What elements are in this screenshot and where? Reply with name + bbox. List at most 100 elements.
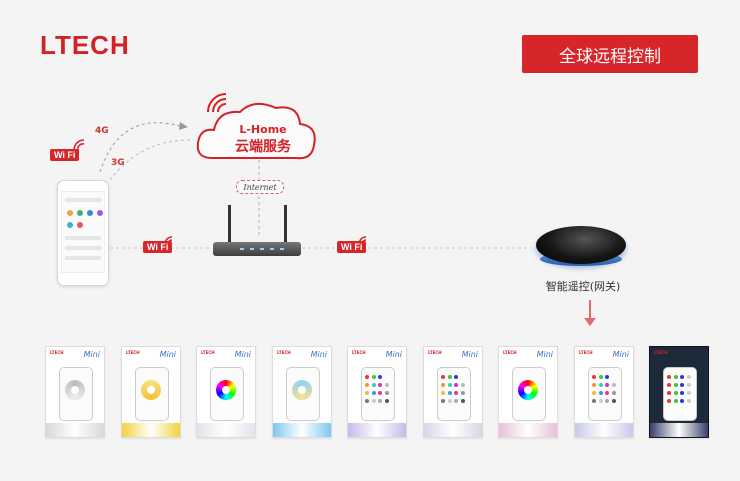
package-color-stripe — [197, 423, 255, 437]
remote-button — [371, 383, 376, 387]
wifi-badge-left: Wi Fi — [143, 241, 173, 253]
remote-button — [384, 399, 389, 403]
remote-button — [384, 391, 389, 395]
package-brand-mark: LTECH — [126, 350, 140, 355]
remote-button — [598, 375, 603, 379]
wheel-center — [147, 386, 155, 394]
remote-button — [378, 391, 382, 395]
product-package: LTECH Mini — [121, 346, 181, 438]
router-led — [280, 248, 284, 250]
remote-button — [441, 375, 445, 379]
remote-button — [454, 383, 458, 387]
app-icon — [97, 210, 103, 216]
app-list-row — [65, 256, 101, 260]
wheel-center — [524, 386, 532, 394]
package-mini-label: Mini — [612, 350, 629, 359]
package-color-stripe — [575, 423, 633, 437]
remote-button — [460, 383, 465, 387]
remote-button — [447, 399, 452, 403]
app-icon — [67, 222, 73, 228]
package-color-stripe — [499, 423, 557, 437]
remote-button — [686, 391, 691, 395]
remote-button — [605, 383, 609, 387]
remote-button — [680, 375, 684, 379]
cloud-wifi-icon — [207, 93, 227, 113]
router-antenna-right — [284, 205, 287, 243]
package-mini-label: Mini — [310, 350, 327, 359]
wifi-router — [213, 242, 301, 256]
remote-button — [447, 391, 452, 395]
remote-button — [605, 375, 609, 379]
wifi-badge-right: Wi Fi — [337, 241, 367, 253]
remote-button — [378, 375, 382, 379]
app-icon — [67, 210, 73, 216]
remote-button — [611, 391, 616, 395]
remote-button — [673, 391, 678, 395]
remote-button — [673, 399, 678, 403]
global-remote-control-banner: 全球远程控制 — [522, 35, 698, 73]
package-brand-mark: LTECH — [654, 350, 668, 355]
remote-button — [592, 383, 596, 387]
remote-controller — [512, 367, 546, 421]
wheel-center — [71, 386, 79, 394]
product-package: LTECH Mini — [574, 346, 634, 438]
router-led — [260, 248, 264, 250]
remote-button — [592, 375, 596, 379]
remote-button — [680, 391, 684, 395]
gateway-label: 智能遥控(网关) — [545, 280, 621, 293]
package-mini-label: Mini — [159, 350, 176, 359]
remote-button — [378, 383, 382, 387]
router-led — [270, 248, 274, 250]
remote-button — [686, 399, 691, 403]
remote-button — [371, 375, 376, 379]
remote-button — [454, 391, 458, 395]
remote-button — [611, 375, 616, 379]
package-mini-label: Mini — [234, 350, 251, 359]
remote-button — [460, 375, 465, 379]
remote-button — [365, 375, 369, 379]
remote-button — [598, 391, 603, 395]
remote-button — [441, 383, 445, 387]
remote-button — [611, 383, 616, 387]
remote-button — [598, 383, 603, 387]
button-grid — [365, 375, 389, 405]
phone-4g-arc — [99, 122, 181, 173]
package-color-stripe — [424, 423, 482, 437]
package-color-stripe — [348, 423, 406, 437]
label-4g: 4G — [95, 126, 109, 136]
app-icon — [77, 222, 83, 228]
package-color-stripe — [650, 423, 708, 437]
wifi-badge-phone: Wi Fi — [50, 149, 80, 161]
remote-button — [680, 383, 684, 387]
remote-button — [686, 375, 691, 379]
button-grid — [592, 375, 616, 405]
router-antenna-left — [228, 205, 231, 243]
app-header-bar — [65, 198, 101, 202]
remote-button — [598, 399, 603, 403]
remote-button — [384, 383, 389, 387]
package-color-stripe — [46, 423, 104, 437]
remote-button — [454, 399, 458, 403]
ltech-logo: LTECH — [40, 30, 130, 60]
remote-button — [365, 399, 369, 403]
package-mini-label: Mini — [461, 350, 478, 359]
remote-button — [611, 399, 616, 403]
remote-button — [673, 375, 678, 379]
app-list-row — [65, 236, 101, 240]
remote-button — [365, 391, 369, 395]
remote-button — [460, 391, 465, 395]
package-brand-mark: LTECH — [579, 350, 593, 355]
cloud-service-label: 云端服务 — [235, 139, 291, 155]
router-led — [250, 248, 254, 250]
wheel-center — [298, 386, 306, 394]
remote-button — [667, 383, 671, 387]
package-mini-label: Mini — [536, 350, 553, 359]
remote-button — [673, 383, 678, 387]
remote-button — [371, 399, 376, 403]
phone-screen — [61, 191, 105, 273]
remote-button — [667, 399, 671, 403]
